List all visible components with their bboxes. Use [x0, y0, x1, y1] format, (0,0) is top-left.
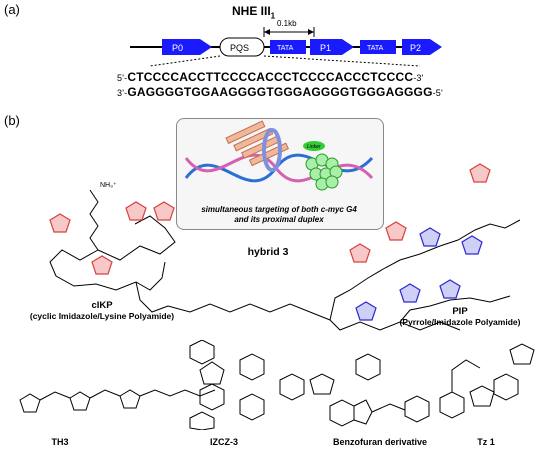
p2-arrow: [402, 39, 442, 55]
pip-name: PIP: [452, 306, 468, 317]
inset-caption: simultaneous targeting of both c-myc G4 …: [176, 205, 382, 225]
linker-label: Linker: [307, 144, 321, 150]
seq-top-text: CTCCCCACCTTCCCCACCCTCCCCACCCTCCCC: [127, 70, 414, 84]
nh3-label: NH₃⁺: [100, 182, 117, 189]
p2-label: P2: [410, 43, 421, 53]
hybrid-3-label: hybrid 3: [247, 246, 289, 258]
scale-label: 0.1kb: [277, 19, 297, 28]
molecule-label-tz1: Tz 1: [477, 437, 495, 447]
seq-bottom-suffix: -5': [432, 88, 443, 98]
small-molecules: [19, 340, 535, 430]
cikp-name: cIKP: [91, 300, 113, 311]
p0-arrow: [162, 39, 212, 55]
promoter-map: 0.1kb P0 PQS TATA P1 TATA P2: [130, 19, 442, 67]
molecule-label-benzofuran: Benzofuran derivative: [332, 437, 428, 447]
seq-top-prefix: 5'-: [117, 73, 128, 83]
inset-caption-line-1: simultaneous targeting of both c-myc G4: [201, 205, 357, 214]
tata-box-1: [270, 40, 306, 54]
sequence-bottom: 3'-GAGGGGTGGAAGGGGTGGGAGGGGTGGGAGGGG-5': [117, 85, 443, 99]
p1-label: P1: [320, 43, 331, 53]
molecule-label-izcz3: IZCZ-3: [210, 437, 238, 447]
hybrid-3-structure: [49, 163, 521, 331]
pqs-label: PQS: [230, 43, 249, 53]
seq-top-suffix: -3': [413, 73, 424, 83]
molecule-label-th3: TH3: [51, 437, 69, 447]
seq-bottom-text: GAGGGGTGGAAGGGGTGGGAGGGGTGGGAGGGG: [127, 85, 433, 99]
panel-a-label: (a): [4, 2, 20, 17]
seq-bottom-prefix: 3'-: [117, 88, 128, 98]
nhe-title-sub: 1: [270, 11, 276, 21]
tata-box-2: [360, 40, 396, 54]
cikp-caption: cIKP (cyclic Imidazole/Lysine Polyamide): [2, 300, 202, 321]
nhe-title-text: NHE III: [232, 4, 271, 18]
panel-b-label: (b): [4, 113, 20, 128]
sequence-top: 5'-CTCCCCACCTTCCCCACCCTCCCCACCCTCCCC-3': [117, 70, 424, 84]
p0-label: P0: [172, 43, 183, 53]
tata-label-1: TATA: [277, 45, 294, 52]
nhe-title: NHE III1: [232, 4, 275, 20]
inset-illustration: Linker: [184, 120, 374, 191]
pqs-box: [219, 37, 265, 57]
pip-caption: PIP (Pyrrole/Imidazole Polyamide): [380, 306, 540, 327]
p1-arrow: [310, 39, 354, 55]
tata-label-2: TATA: [367, 45, 384, 52]
pip-desc: (Pyrrole/Imidazole Polyamide): [399, 317, 521, 327]
inset-caption-line-2: and its proximal duplex: [234, 215, 324, 224]
cikp-desc: (cyclic Imidazole/Lysine Polyamide): [29, 311, 175, 321]
